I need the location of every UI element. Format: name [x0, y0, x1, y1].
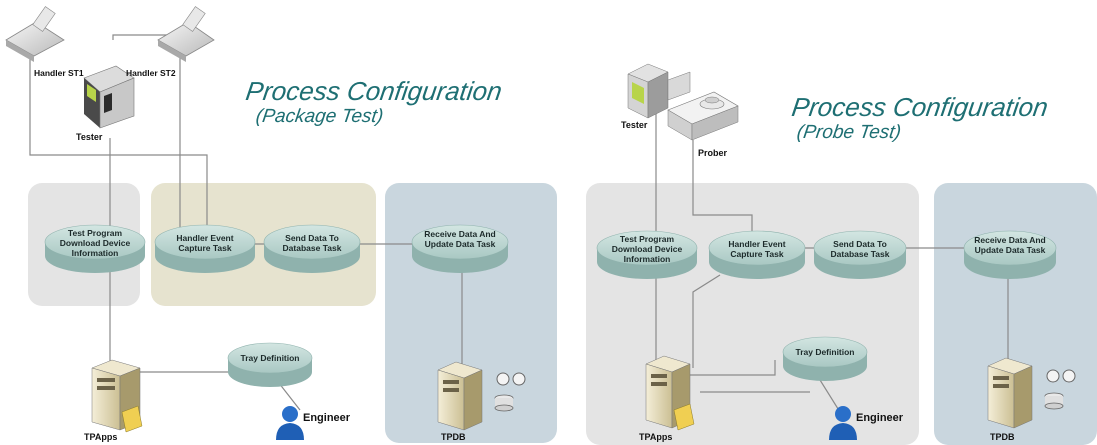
probe-tester-icon	[627, 63, 669, 119]
handler-st2-icon	[157, 6, 215, 62]
left-title: Process Configuration	[243, 76, 504, 106]
engineer-icon	[276, 406, 304, 440]
disc-download-label: Test Program Download Device Information	[59, 228, 131, 258]
probe-disc-download-label: Test Program Download Device Information	[611, 234, 683, 264]
handler-st1-icon	[5, 6, 65, 62]
probe-disc-receive-label: Receive Data And Update Data Task	[974, 235, 1046, 255]
handler-st1-label: Handler ST1	[34, 68, 84, 78]
disc-send	[263, 224, 361, 273]
probe-disc-tray-label: Tray Definition	[795, 347, 855, 357]
engineer-label: Engineer	[303, 412, 351, 424]
disc-tray-label: Tray Definition	[240, 353, 300, 363]
probe-engineer-label: Engineer	[856, 412, 904, 424]
probe-tpdb-server-icon	[987, 357, 1076, 429]
disc-download	[44, 224, 146, 273]
disc-capture	[154, 224, 256, 273]
probe-disc-capture-label: Handler Event Capture Task	[728, 239, 786, 259]
tpdb-label: TPDB	[441, 432, 466, 442]
probe-tpapps-label: TPApps	[639, 432, 673, 442]
disc-receive-label: Receive Data And Update Data Task	[424, 229, 496, 249]
probe-engineer-icon	[829, 406, 857, 440]
tester-label: Tester	[76, 132, 103, 142]
probe-disc-tray	[782, 336, 868, 381]
disc-capture-label: Handler Event Capture Task	[176, 233, 234, 253]
left-panel	[5, 6, 557, 443]
probe-disc-send	[813, 230, 907, 279]
tester-icon	[83, 65, 135, 129]
right-panel	[586, 63, 1097, 445]
probe-disc-receive	[963, 230, 1057, 279]
probe-disc-capture	[708, 230, 806, 279]
probe-disc-send-label: Send Data To Database Task	[830, 239, 890, 259]
prober-label: Prober	[698, 148, 728, 158]
tpapps-server-icon	[91, 359, 143, 433]
left-subtitle: (Package Test)	[254, 106, 385, 127]
disc-tray	[227, 342, 313, 387]
disc-receive	[411, 224, 509, 273]
handler-st2-label: Handler ST2	[126, 68, 176, 78]
probe-disc-download	[596, 230, 698, 279]
probe-tpdb-label: TPDB	[990, 432, 1015, 442]
tpdb-server-icon	[437, 361, 526, 431]
probe-connector-lines	[655, 105, 1009, 413]
probe-tester-label: Tester	[621, 120, 648, 130]
connector-lines	[29, 34, 463, 411]
right-subtitle: (Probe Test)	[795, 122, 903, 143]
tpapps-label: TPApps	[84, 432, 118, 442]
right-title: Process Configuration	[789, 92, 1050, 122]
disc-send-label: Send Data To Database Task	[282, 233, 342, 253]
probe-tpapps-server-icon	[645, 355, 695, 431]
prober-icon	[667, 71, 739, 141]
